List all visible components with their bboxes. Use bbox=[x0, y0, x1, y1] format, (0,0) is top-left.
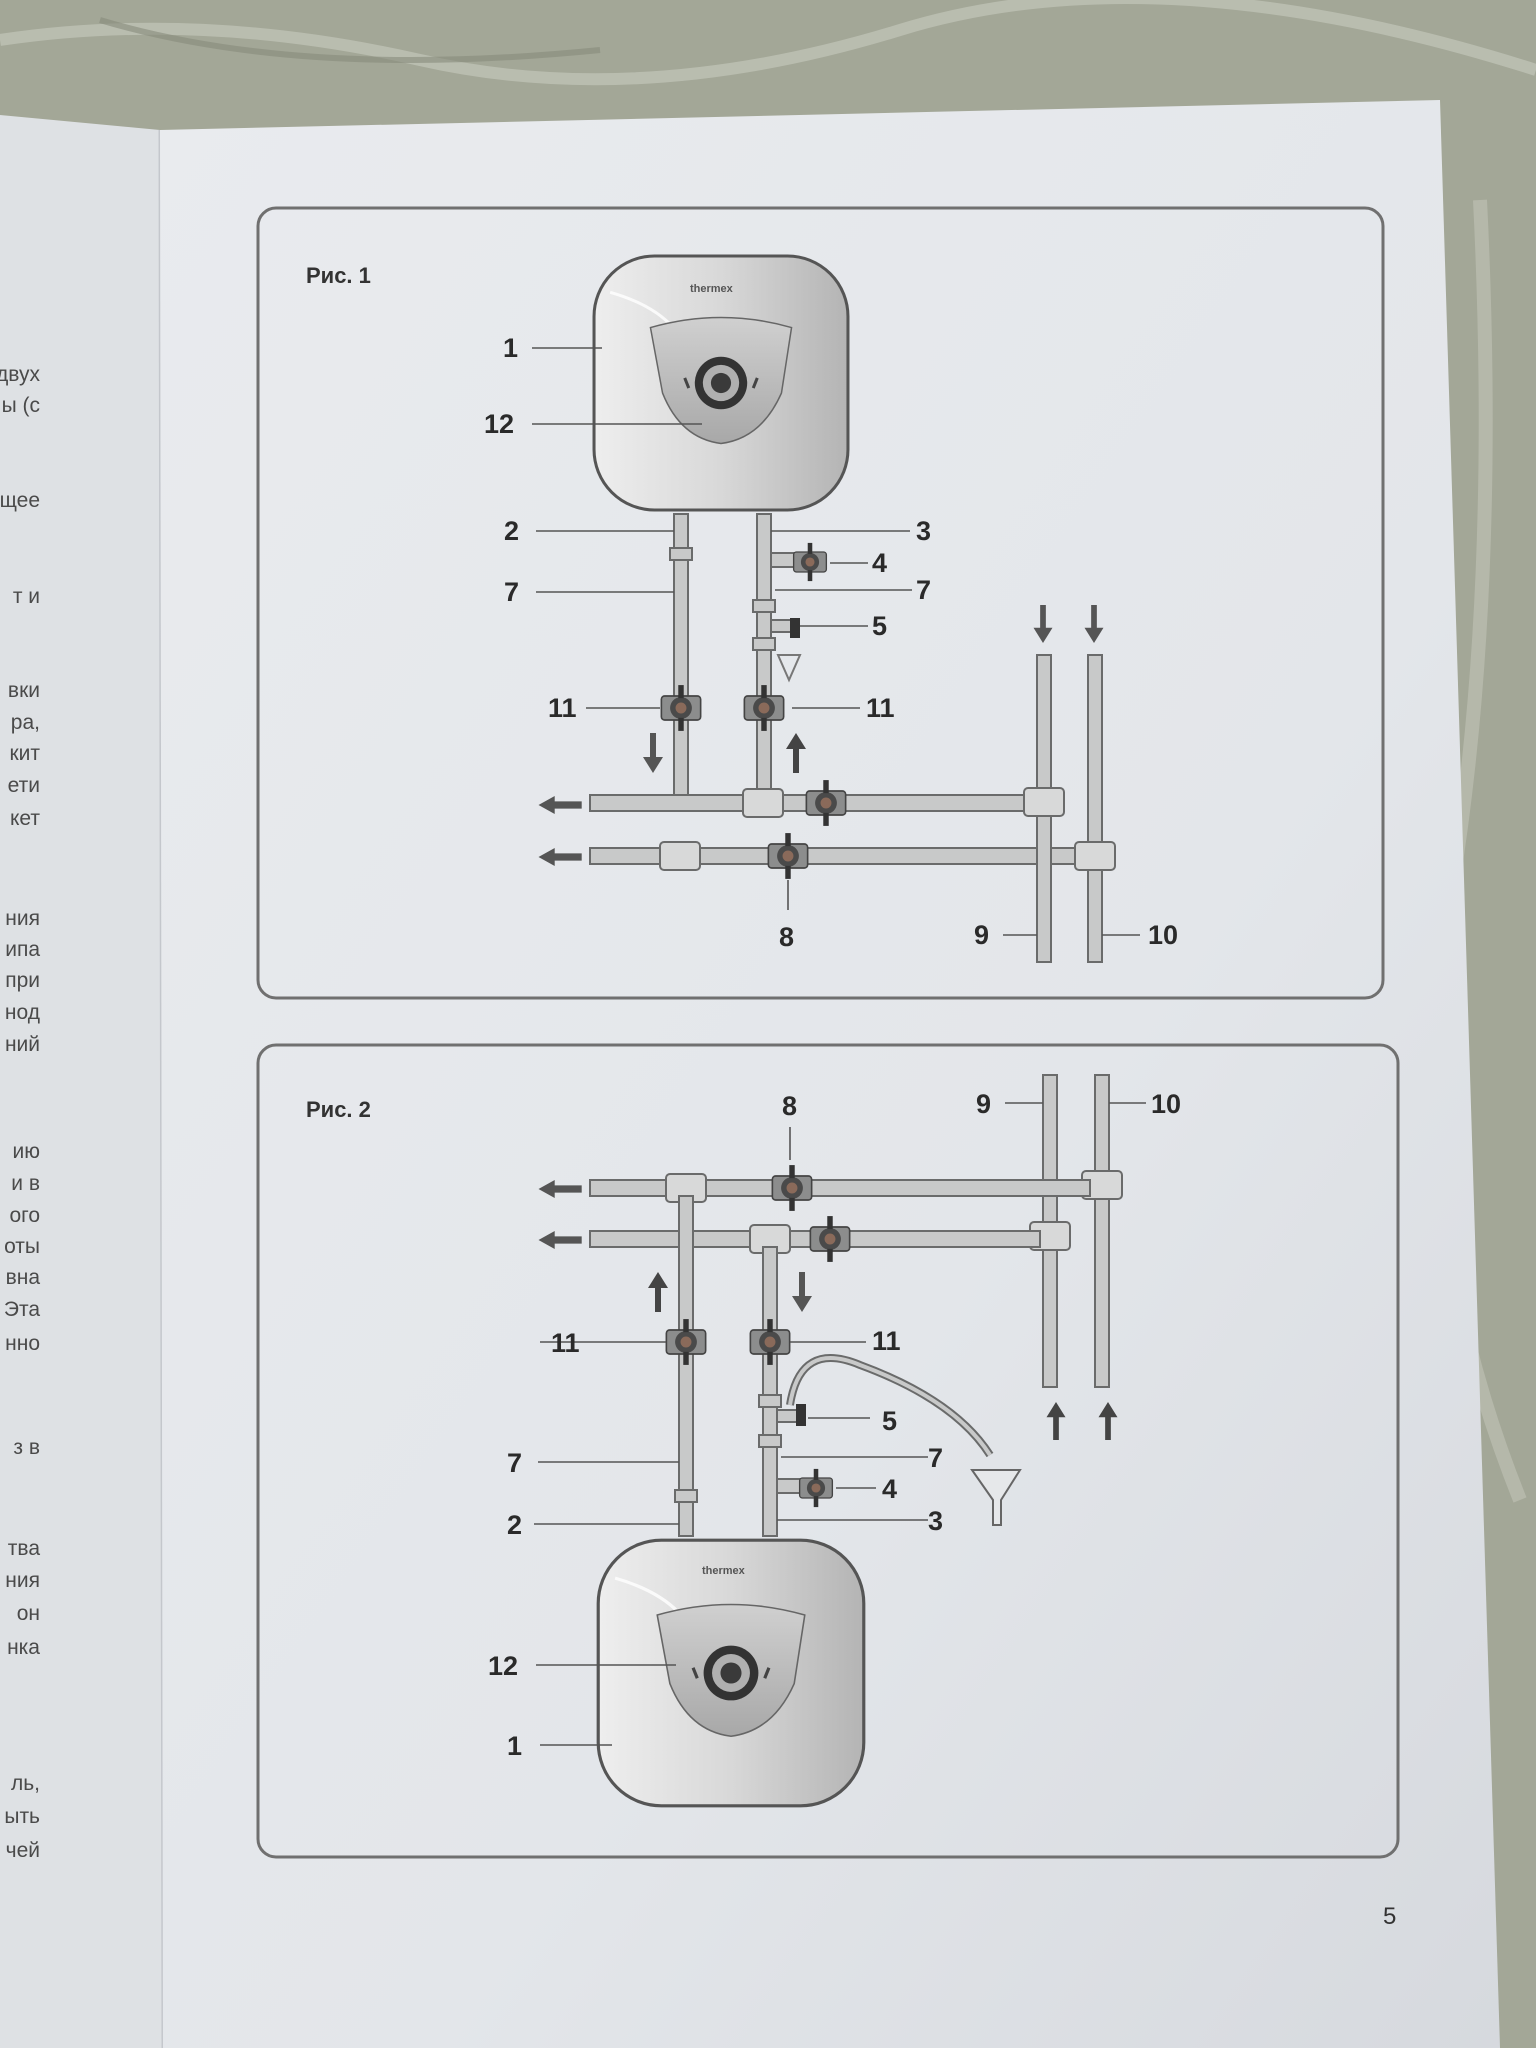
figure-1-title: Рис. 1 bbox=[306, 263, 371, 288]
left-page-text-fragment: нод bbox=[5, 1001, 40, 1024]
figure-2-frame bbox=[256, 1043, 1400, 1859]
figure-1-frame bbox=[256, 206, 1385, 1000]
figure-1: Рис. 1 thermex bbox=[306, 254, 1178, 963]
label-1-drain: 5 bbox=[872, 611, 887, 641]
left-page-text-fragment: ра, bbox=[11, 711, 40, 734]
left-page-text-fragment: нка bbox=[7, 1636, 40, 1659]
left-page-text-fragment: Эта bbox=[4, 1298, 40, 1321]
left-page-text-fragment: щее bbox=[0, 489, 40, 512]
label-1-cold-main: 9 bbox=[974, 920, 989, 950]
left-page-text-fragment: он bbox=[17, 1602, 40, 1625]
label-1-pipe-right: 7 bbox=[916, 575, 931, 605]
label-2-hot-outlet: 3 bbox=[928, 1506, 943, 1536]
label-2-hot-main: 10 bbox=[1151, 1089, 1181, 1119]
left-page-text-fragment: ль, bbox=[11, 1772, 40, 1795]
left-page bbox=[0, 115, 162, 2048]
label-1-cold-outlet: 2 bbox=[504, 516, 519, 546]
label-1-shutoff-left: 11 bbox=[548, 693, 577, 723]
left-page-text-fragment: оты bbox=[4, 1235, 40, 1258]
left-page-text-fragment: ию bbox=[13, 1140, 40, 1163]
left-page-text-fragment: кит bbox=[9, 742, 40, 765]
left-page-text-fragment: кет bbox=[10, 807, 40, 830]
left-page-text-fragment: чей bbox=[6, 1839, 40, 1862]
label-2-shutoff-left: 11 bbox=[551, 1328, 580, 1358]
left-page-text-fragment: ний bbox=[5, 1033, 40, 1056]
left-page-text-fragment: вна bbox=[6, 1266, 41, 1289]
figure-2: Рис. 2 thermex bbox=[306, 1074, 1181, 1808]
left-page-text-fragment: ыть bbox=[4, 1805, 40, 1828]
left-page-text-fragment: т и bbox=[13, 585, 40, 608]
water-heater-2 bbox=[596, 1538, 866, 1808]
funnel-1 bbox=[776, 654, 802, 683]
left-page-text-fragment: з в bbox=[13, 1436, 40, 1459]
page-number: 5 bbox=[1383, 1903, 1396, 1930]
label-2-drain: 5 bbox=[882, 1406, 897, 1436]
label-2-cold-main: 9 bbox=[976, 1089, 991, 1119]
left-page-text-fragment: двух bbox=[0, 363, 40, 386]
brand-logo-2: thermex bbox=[702, 1565, 746, 1577]
left-page-text-fragment: ы (с bbox=[2, 394, 40, 417]
funnel-2 bbox=[970, 1469, 1022, 1526]
label-2-heater: 1 bbox=[507, 1731, 522, 1761]
left-page-text-fragment: и в bbox=[11, 1172, 40, 1195]
brand-logo-1: thermex bbox=[690, 283, 734, 295]
label-2-shutoff-right: 11 bbox=[872, 1326, 901, 1356]
label-1-safety-valve: 4 bbox=[872, 548, 887, 578]
label-2-bypass: 8 bbox=[782, 1091, 797, 1121]
label-2-safety-valve: 4 bbox=[882, 1474, 897, 1504]
left-page-text-fragment: нно bbox=[5, 1332, 40, 1355]
figure-2-title: Рис. 2 bbox=[306, 1097, 371, 1122]
label-1-shutoff-right: 11 bbox=[866, 693, 895, 723]
label-1-hot-main: 10 bbox=[1148, 920, 1178, 950]
label-2-cold-outlet: 2 bbox=[507, 1510, 522, 1540]
left-page-text-fragment: ния bbox=[5, 1569, 40, 1592]
label-2-pipe-left: 7 bbox=[507, 1448, 522, 1478]
left-page-text: двух ы (с щее т и вки ра, кит ети кет ния ипа при но… bbox=[0, 363, 40, 1862]
left-page-text-fragment: ети bbox=[8, 774, 40, 797]
label-1-panel: 12 bbox=[484, 409, 514, 439]
label-1-bypass: 8 bbox=[779, 922, 794, 952]
left-page-text-fragment: тва bbox=[8, 1537, 41, 1560]
label-2-pipe-right: 7 bbox=[928, 1443, 943, 1473]
label-1-heater: 1 bbox=[503, 333, 518, 363]
label-2-panel: 12 bbox=[488, 1651, 518, 1681]
left-page-text-fragment: ипа bbox=[5, 938, 40, 961]
right-page bbox=[160, 100, 1500, 2048]
left-page-text-fragment: при bbox=[5, 969, 40, 992]
left-page-text-fragment: вки bbox=[8, 679, 40, 702]
left-page-text-fragment: ого bbox=[9, 1204, 40, 1227]
label-1-hot-outlet: 3 bbox=[916, 516, 931, 546]
left-page-text-fragment: ния bbox=[5, 907, 40, 930]
label-1-pipe-left: 7 bbox=[504, 577, 519, 607]
